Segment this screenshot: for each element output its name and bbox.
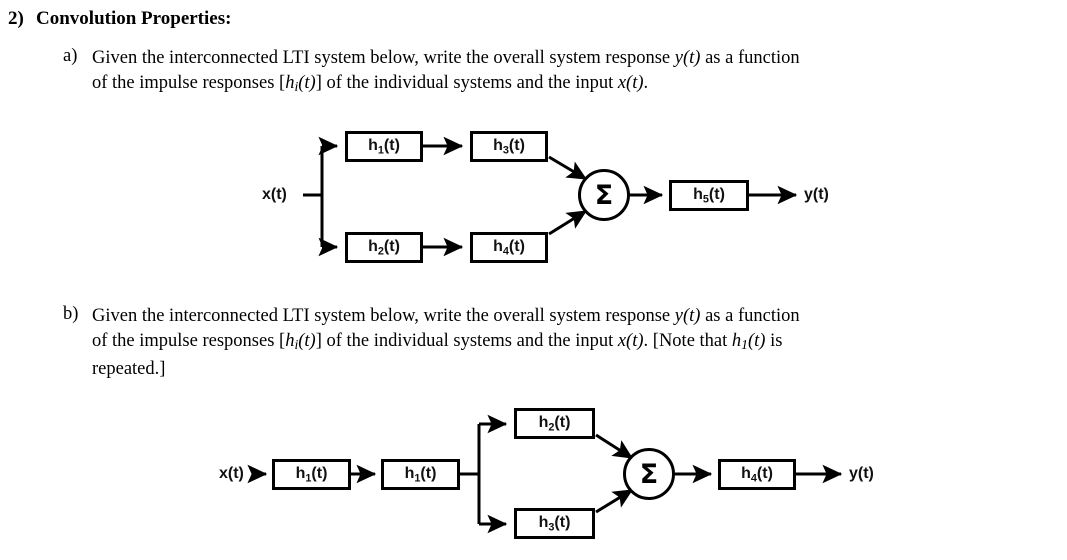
part-b-line1-yt: y(t): [674, 306, 701, 326]
block-label-h3: h3(t): [493, 136, 525, 157]
diagram-a-block-h4[interactable]: h4(t): [470, 232, 548, 263]
part-b-note-h-subscript: 1: [741, 337, 748, 352]
diagram-a-block-h3[interactable]: h3(t): [470, 131, 548, 162]
part-b-line2-seg2: ] of the individual systems and the inpu…: [315, 331, 618, 351]
part-b-note-h: h: [731, 331, 742, 351]
block-label-h2: h2(t): [368, 237, 400, 258]
part-a-text: Given the interconnected LTI system belo…: [92, 46, 1042, 99]
part-a-marker: a): [63, 46, 78, 66]
block-label-h3: h3(t): [538, 513, 571, 534]
diagram-b-block-h3[interactable]: h3(t): [514, 508, 595, 539]
part-a-line2-seg3: .: [643, 73, 649, 93]
block-label-h4: h4(t): [493, 237, 525, 258]
block-label-h1: h1(t): [368, 136, 400, 157]
diagram-a-input-label: x(t): [262, 186, 287, 203]
part-b-marker: b): [63, 304, 79, 324]
diagram-a-block-h5[interactable]: h5(t): [669, 180, 749, 211]
part-b-line2-xt: x(t): [617, 331, 644, 351]
diagram-a-block-h2[interactable]: h2(t): [345, 232, 423, 263]
part-b-line2-h: h: [285, 331, 295, 351]
diagram-b-block-h1-second[interactable]: h1(t): [381, 459, 460, 490]
part-a-line2-h: h: [285, 73, 295, 93]
part-a-line1-seg1: Given the interconnected LTI system belo…: [92, 48, 675, 68]
part-a-line2-xt: x(t): [617, 73, 644, 93]
block-label-h4: h4(t): [741, 464, 773, 485]
part-b-line1-seg2: as a function: [700, 306, 800, 326]
part-a-line2-seg2: ] of the individual systems and the inpu…: [315, 73, 618, 93]
diagram-b-summing-junction[interactable]: Σ: [623, 448, 675, 500]
block-label-h1-first: h1(t): [295, 464, 328, 485]
question-number: 2): [8, 8, 24, 29]
diagram-a-output-label: y(t): [804, 186, 829, 203]
diagram-b-output-label: y(t): [849, 465, 874, 482]
part-a-line2-h-tail: (t): [298, 73, 316, 93]
page-title: Convolution Properties:: [36, 8, 232, 29]
part-b-line2-seg3: . [Note that: [643, 331, 732, 351]
block-label-h5: h5(t): [693, 185, 725, 206]
part-b-note-h-tail: (t): [748, 331, 766, 351]
part-b-line2-seg1: of the impulse responses [: [92, 331, 286, 351]
part-b-line1-seg1: Given the interconnected LTI system belo…: [92, 306, 675, 326]
part-a-line1-seg2: as a function: [700, 48, 800, 68]
block-label-h2: h2(t): [538, 413, 571, 434]
part-b-line3: repeated.]: [92, 359, 166, 379]
part-b-text: Given the interconnected LTI system belo…: [92, 304, 1052, 382]
diagram-a-block-h1[interactable]: h1(t): [345, 131, 423, 162]
diagram-b-block-h4[interactable]: h4(t): [718, 459, 796, 490]
part-a-line2-h-subscript: i: [294, 79, 299, 94]
part-b-line2-h-subscript: i: [294, 337, 299, 352]
diagram-b-input-label: x(t): [219, 465, 244, 482]
diagram-a-summing-junction[interactable]: Σ: [578, 169, 630, 221]
diagram-b-block-h2[interactable]: h2(t): [514, 408, 595, 439]
block-label-h1-second: h1(t): [404, 464, 437, 485]
part-a-line1-yt: y(t): [674, 48, 701, 68]
part-a-line2-seg1: of the impulse responses [: [92, 73, 286, 93]
part-b-line2-seg4: is: [765, 331, 783, 351]
part-b-line2-h-tail: (t): [298, 331, 316, 351]
diagram-b-block-h1-first[interactable]: h1(t): [272, 459, 351, 490]
